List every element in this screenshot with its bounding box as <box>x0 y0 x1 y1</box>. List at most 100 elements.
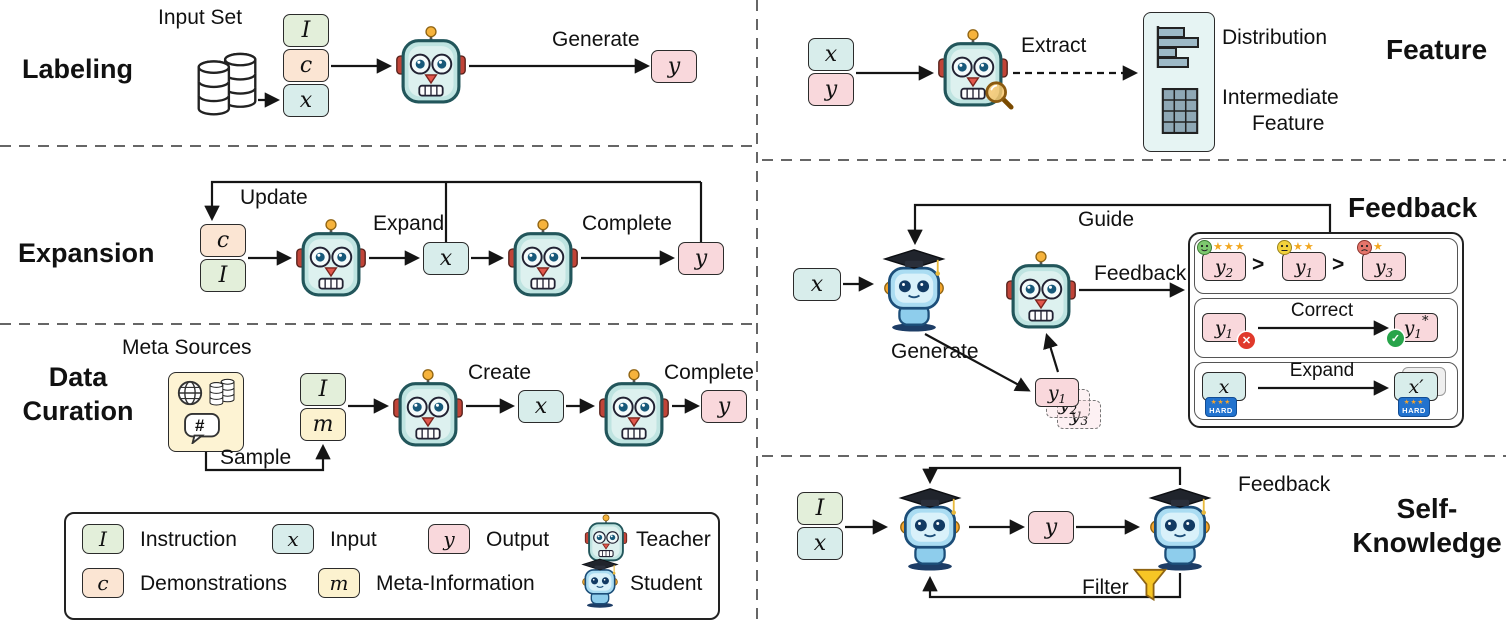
legend-meta-label: Meta-Information <box>376 572 535 595</box>
output-symbol: y <box>667 54 681 79</box>
instruction-symbol: I <box>318 377 328 402</box>
check-icon: ✓ <box>1387 330 1404 347</box>
meta-symbol: m <box>312 412 334 437</box>
generate-label: Generate <box>552 28 640 51</box>
output-subscript: 1 <box>1225 326 1234 341</box>
hard-badge-stars: ★★★ <box>1210 399 1232 406</box>
instruction-box: I <box>200 259 246 292</box>
feedback-title: Feedback <box>1348 192 1478 223</box>
output-superscript: * <box>1421 314 1429 329</box>
expand-label: Expand <box>1289 360 1355 381</box>
hard-input-box: x <box>1202 372 1246 401</box>
expansion-title: Expansion <box>18 238 155 268</box>
database-icon <box>194 48 260 124</box>
output-symbol: y <box>1044 515 1058 540</box>
input-box: x <box>283 84 329 117</box>
meta-information-box: m <box>300 408 346 441</box>
feature-grid-icon <box>1159 84 1201 138</box>
student-robot-icon <box>877 248 951 332</box>
output-subscript: 2 <box>1225 265 1234 280</box>
self-knowledge-title-line2: Knowledge <box>1352 527 1502 558</box>
teacher-robot-icon <box>507 218 579 298</box>
output-symbol: y <box>717 394 731 419</box>
database-icon <box>208 376 236 410</box>
teacher-robot-icon <box>295 218 367 298</box>
legend-output-box: y <box>428 524 470 554</box>
input-box: x <box>423 242 469 275</box>
globe-icon <box>176 379 204 407</box>
meta-symbol: m <box>329 571 349 595</box>
correct-label: Correct <box>1290 300 1354 321</box>
data-curation-title-line1: Data <box>48 362 108 392</box>
input-symbol: x <box>824 42 838 67</box>
output-subscript: 1 <box>1058 391 1067 406</box>
demonstrations-symbol: c <box>299 53 313 78</box>
data-curation-title: Data Curation <box>8 360 148 428</box>
magnifier-icon <box>984 80 1014 110</box>
intermediate-feature-label-line2: Feature <box>1252 112 1325 135</box>
demonstrations-box: c <box>200 224 246 257</box>
create-label: Create <box>468 361 532 384</box>
output-subscript: 2 <box>1069 402 1078 417</box>
student-robot-icon <box>578 558 622 608</box>
self-knowledge-title-line1: Self- <box>1396 493 1458 524</box>
legend-input-label: Input <box>330 528 377 551</box>
input-box: x <box>797 527 843 560</box>
output-box: y <box>808 73 854 106</box>
output-symbol: y <box>1047 381 1059 404</box>
hard-badge-label: HARD <box>1209 406 1233 415</box>
output-symbol: y <box>1214 316 1226 339</box>
greater-than-symbol: > <box>1252 253 1265 276</box>
legend-teacher-label: Teacher <box>636 528 711 551</box>
output-symbol: y <box>1294 255 1306 278</box>
filter-funnel-icon <box>1132 566 1168 606</box>
output-symbol: y <box>1214 255 1226 278</box>
input-symbol: x <box>813 531 827 556</box>
output-box: y <box>701 390 747 423</box>
legend-meta-box: m <box>318 568 360 598</box>
input-symbol: x <box>534 394 548 419</box>
labeling-title: Labeling <box>22 54 134 84</box>
feature-title: Feature <box>1386 34 1488 65</box>
teacher-robot-icon <box>395 25 467 105</box>
sad-face-icon <box>1357 240 1372 255</box>
expanded-input-box: x′ <box>1394 372 1438 401</box>
output-subscript: 1 <box>1414 326 1422 341</box>
hard-badge: ★★★ HARD <box>1205 397 1237 417</box>
hard-badge-stars: ★★★ <box>1403 399 1425 406</box>
teacher-robot-icon <box>584 514 628 562</box>
output-subscript: 1 <box>1305 265 1314 280</box>
teacher-robot-icon <box>392 368 464 448</box>
complete-label: Complete <box>664 361 754 384</box>
input-box: x <box>808 38 854 71</box>
star-rating: ★★★ <box>1213 241 1246 253</box>
demonstrations-symbol: c <box>97 571 109 595</box>
check-glyph: ✓ <box>1390 333 1401 345</box>
input-box: x <box>518 390 564 423</box>
legend-output-label: Output <box>486 528 550 551</box>
update-label: Update <box>240 186 308 209</box>
guide-label: Guide <box>1078 208 1135 231</box>
instruction-box: I <box>283 14 329 47</box>
distribution-label: Distribution <box>1222 26 1328 49</box>
instruction-symbol: I <box>218 263 228 288</box>
neutral-face-icon <box>1277 240 1292 255</box>
star-rating: ★ <box>1373 241 1384 253</box>
legend-demonstrations-box: c <box>82 568 124 598</box>
legend-instruction-label: Instruction <box>140 528 237 551</box>
demonstrations-symbol: c <box>216 228 230 253</box>
input-symbol: x <box>810 272 824 297</box>
output-box: y <box>678 242 724 275</box>
output-symbol: y <box>443 527 455 551</box>
teacher-robot-icon <box>1005 250 1077 330</box>
demonstrations-box: c <box>283 49 329 82</box>
filter-label: Filter <box>1082 576 1129 599</box>
instruction-symbol: I <box>301 18 311 43</box>
instruction-symbol: I <box>99 527 107 551</box>
